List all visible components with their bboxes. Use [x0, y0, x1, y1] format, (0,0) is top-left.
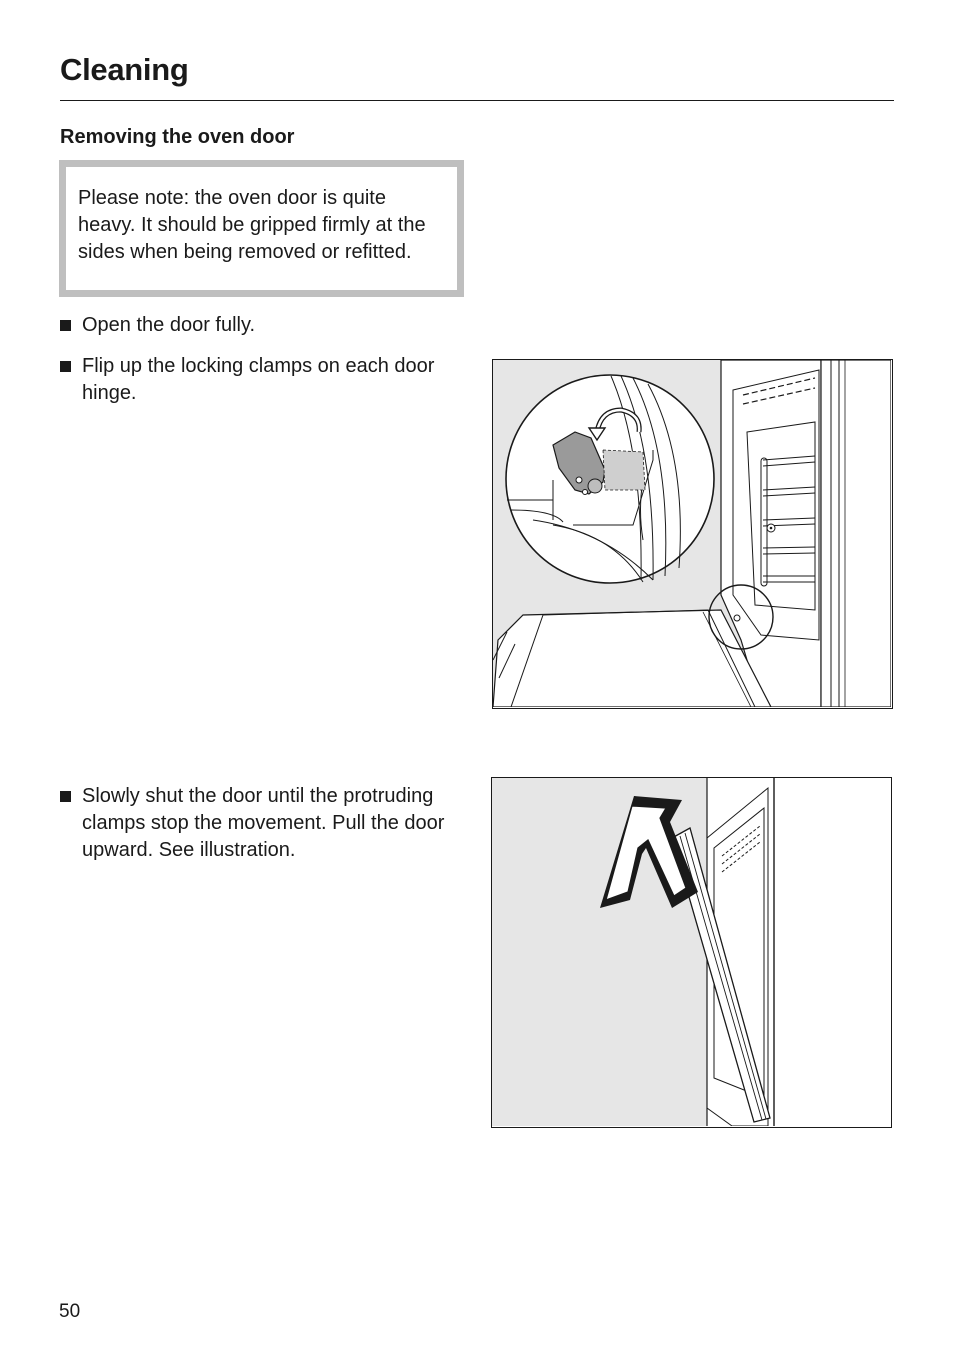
step-3-text: Slowly shut the door until the protrudin… — [82, 785, 445, 861]
title-divider — [60, 100, 894, 101]
bullet-square-icon — [60, 361, 71, 372]
door-hinge-drawing — [493, 360, 891, 707]
warning-note-text: Please note: the oven door is quite heav… — [66, 167, 457, 290]
bullet-square-icon — [60, 320, 71, 331]
step-1: Open the door fully. — [60, 312, 470, 339]
step-3: Slowly shut the door until the protrudin… — [60, 783, 470, 864]
bullet-square-icon — [60, 791, 71, 802]
illustration-door-removal — [491, 777, 892, 1128]
step-2-text: Flip up the locking clamps on each door … — [82, 355, 435, 404]
page-title: Cleaning — [60, 52, 189, 87]
door-removal-drawing — [492, 778, 890, 1126]
step-1-text: Open the door fully. — [82, 314, 256, 336]
section-heading: Removing the oven door — [60, 126, 295, 148]
page-number: 50 — [59, 1301, 81, 1322]
step-2: Flip up the locking clamps on each door … — [60, 353, 470, 407]
illustration-door-hinge — [492, 359, 893, 709]
warning-note-box: Please note: the oven door is quite heav… — [59, 160, 464, 297]
